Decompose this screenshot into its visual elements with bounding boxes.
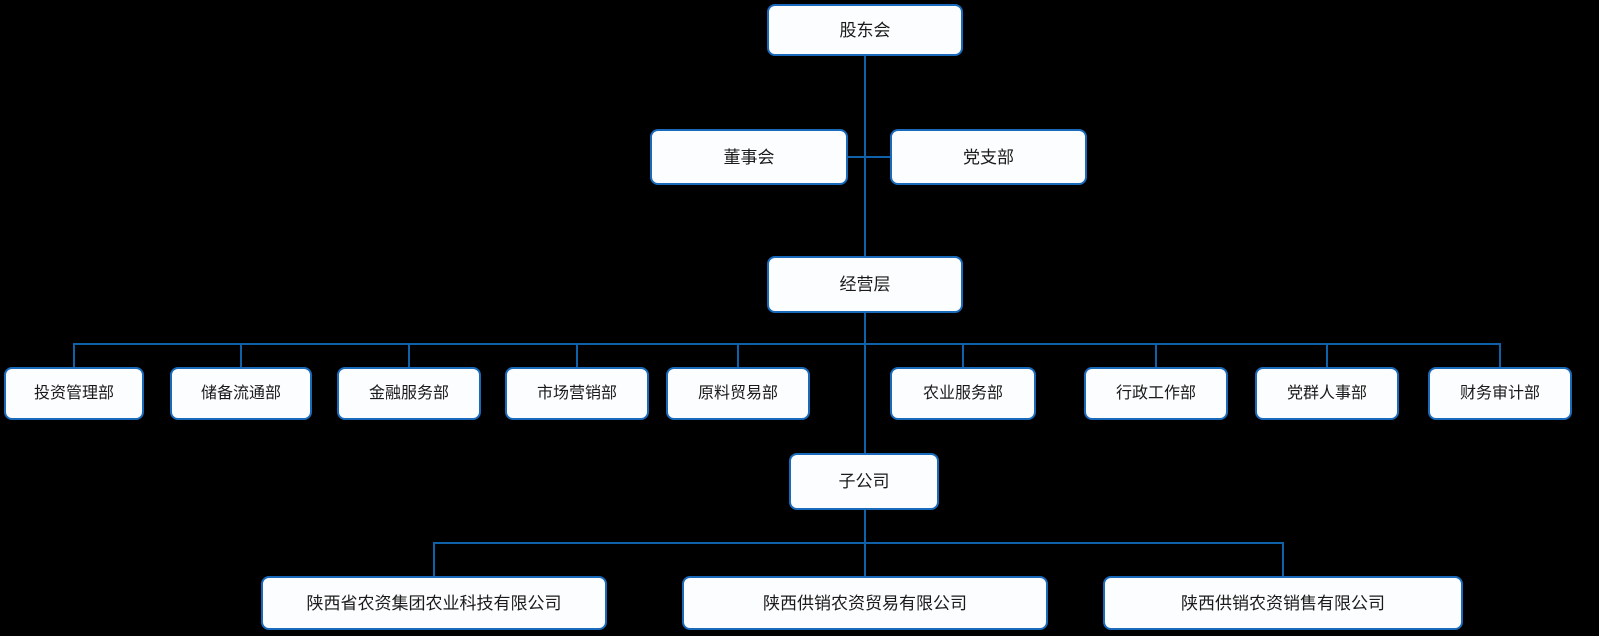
node-label: 陕西供销农资贸易有限公司 — [763, 593, 967, 613]
dept-stub-line — [962, 343, 964, 367]
node-subsidiary-sales[interactable]: 陕西供销农资销售有限公司 — [1103, 576, 1463, 630]
node-label: 储备流通部 — [200, 384, 281, 402]
dept-stub-line — [737, 343, 739, 367]
node-label: 投资管理部 — [33, 384, 114, 402]
node-label: 行政工作部 — [1115, 384, 1196, 402]
subsidiary-stub-line — [1282, 542, 1284, 576]
dept-stub-line — [1499, 343, 1501, 367]
node-label: 农业服务部 — [922, 384, 1003, 402]
node-dept-raw-material-trade[interactable]: 原料贸易部 — [666, 367, 810, 420]
node-dept-marketing[interactable]: 市场营销部 — [505, 367, 649, 420]
node-label: 董事会 — [723, 147, 775, 167]
node-dept-agricultural-services[interactable]: 农业服务部 — [890, 367, 1036, 420]
node-shareholders-meeting[interactable]: 股东会 — [767, 4, 963, 56]
trunk-line-middle — [864, 313, 866, 453]
dept-stub-line — [240, 343, 242, 367]
node-label: 陕西省农资集团农业科技有限公司 — [306, 593, 562, 613]
node-label: 经营层 — [839, 275, 891, 294]
node-label: 市场营销部 — [536, 384, 617, 402]
node-label: 党支部 — [963, 147, 1014, 167]
board-party-connector-line — [848, 156, 890, 158]
subsidiary-stub-line — [433, 542, 435, 576]
node-subsidiary-agritech[interactable]: 陕西省农资集团农业科技有限公司 — [261, 576, 607, 630]
node-dept-reserve-circulation[interactable]: 储备流通部 — [170, 367, 312, 420]
dept-stub-line — [73, 343, 75, 367]
dept-stub-line — [408, 343, 410, 367]
node-label: 陕西供销农资销售有限公司 — [1181, 593, 1385, 613]
node-subsidiary-trade[interactable]: 陕西供销农资贸易有限公司 — [682, 576, 1048, 630]
subsidiaries-bus-line — [433, 542, 1284, 544]
node-label: 原料贸易部 — [697, 384, 778, 402]
dept-stub-line — [576, 343, 578, 367]
node-label: 股东会 — [839, 20, 891, 40]
node-label: 金融服务部 — [368, 384, 449, 402]
node-dept-finance-audit[interactable]: 财务审计部 — [1428, 367, 1572, 420]
node-label: 财务审计部 — [1459, 384, 1540, 402]
node-label: 党群人事部 — [1286, 384, 1367, 402]
node-board-of-directors[interactable]: 董事会 — [650, 129, 848, 185]
dept-stub-line — [1326, 343, 1328, 367]
node-dept-administrative-work[interactable]: 行政工作部 — [1084, 367, 1228, 420]
node-dept-financial-services[interactable]: 金融服务部 — [337, 367, 481, 420]
node-dept-party-masses-personnel[interactable]: 党群人事部 — [1255, 367, 1399, 420]
node-dept-investment-management[interactable]: 投资管理部 — [4, 367, 144, 420]
node-subsidiary-group[interactable]: 子公司 — [789, 453, 939, 510]
node-management-level[interactable]: 经营层 — [767, 256, 963, 313]
dept-stub-line — [1155, 343, 1157, 367]
node-party-branch[interactable]: 党支部 — [890, 129, 1087, 185]
node-label: 子公司 — [838, 472, 890, 491]
departments-bus-line — [74, 343, 1501, 345]
